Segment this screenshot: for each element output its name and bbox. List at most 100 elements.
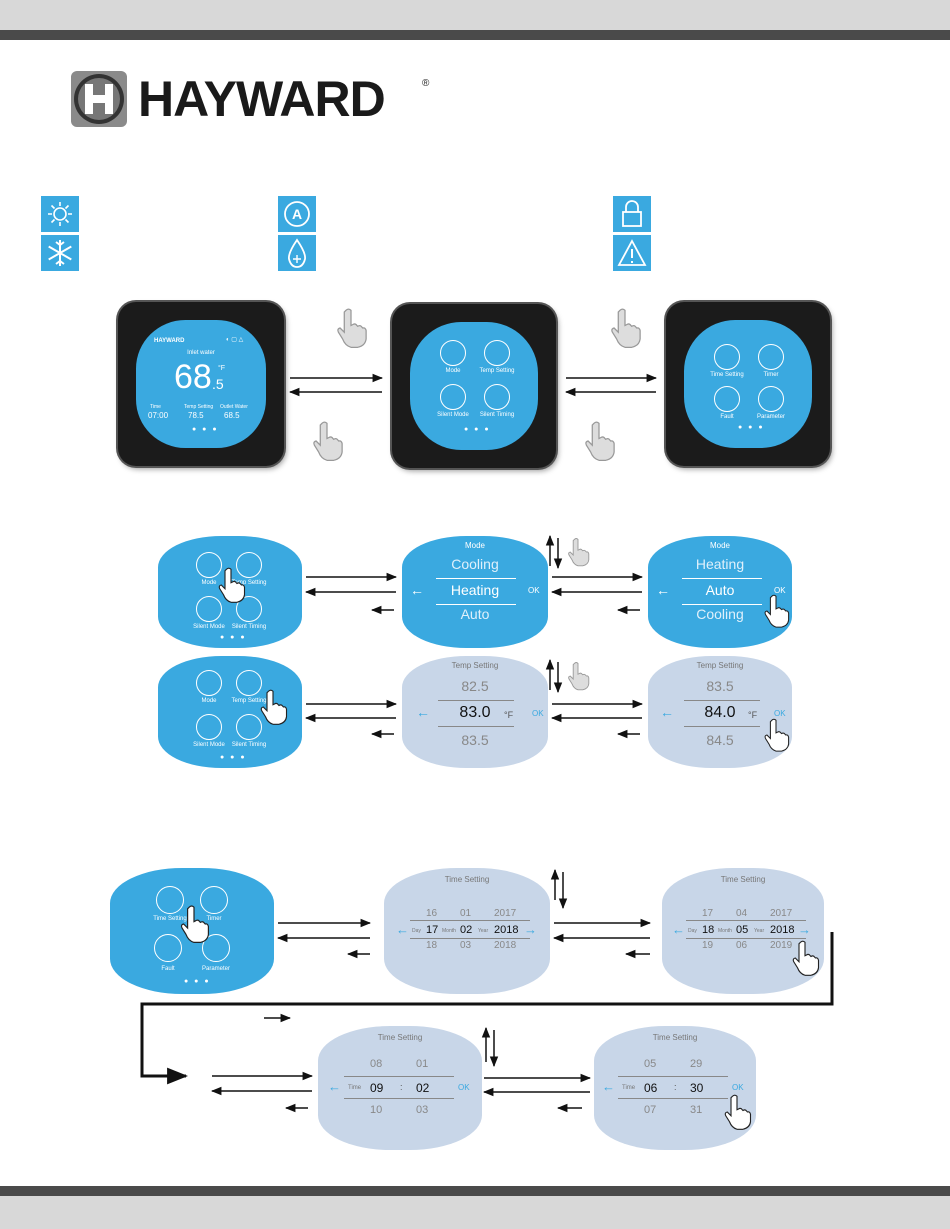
header-rule xyxy=(0,30,950,40)
picker-divider xyxy=(686,920,806,921)
day-top[interactable]: 16 xyxy=(426,908,438,919)
year-selected[interactable]: 2018 xyxy=(494,924,519,936)
hour-bottom[interactable]: 10 xyxy=(370,1104,383,1116)
minute-bottom[interactable]: 31 xyxy=(690,1104,703,1116)
fault-button[interactable] xyxy=(154,934,182,962)
back-arrow-icon[interactable]: ← xyxy=(656,582,670,598)
mode-button[interactable] xyxy=(196,552,222,578)
temp-option-top[interactable]: 83.5 xyxy=(706,678,734,694)
parameter-button[interactable] xyxy=(758,386,784,412)
month-selected[interactable]: 02 xyxy=(460,924,473,936)
silent-mode-label: Silent Mode xyxy=(193,624,225,630)
timer-button[interactable] xyxy=(758,344,784,370)
year-top[interactable]: 2017 xyxy=(770,908,793,919)
hour-selected[interactable]: 06 xyxy=(644,1081,658,1095)
hour-bottom[interactable]: 07 xyxy=(644,1104,657,1116)
mode-option-top[interactable]: Heating xyxy=(695,556,745,572)
time-setting-button[interactable] xyxy=(714,344,740,370)
temp-setting-button[interactable] xyxy=(236,670,262,696)
temp-option-selected[interactable]: 84.0 xyxy=(704,704,736,721)
menu2-screen[interactable]: Time Setting Timer Fault Parameter ● ● ● xyxy=(684,320,812,448)
hour-top[interactable]: 08 xyxy=(370,1058,383,1070)
mode-option-selected[interactable]: Auto xyxy=(705,582,735,598)
day-bottom[interactable]: 19 xyxy=(702,940,714,951)
hour-top[interactable]: 05 xyxy=(644,1058,657,1070)
time-setting-button[interactable] xyxy=(156,886,184,914)
mode-option-top[interactable]: Cooling xyxy=(451,556,499,572)
day-label: Day xyxy=(688,928,697,934)
year-top[interactable]: 2017 xyxy=(494,908,517,919)
parameter-button[interactable] xyxy=(202,934,230,962)
menu1-screen[interactable]: Mode Temp Setting Silent Mode Silent Tim… xyxy=(410,322,538,450)
picker-divider xyxy=(438,700,514,701)
hour-selected[interactable]: 09 xyxy=(370,1081,384,1095)
home-screen[interactable]: HAYWARD ◐ ▢ △ Inlet water 68 .5 °F Time … xyxy=(136,320,266,448)
date-panel-a: Time Setting 16 01 2017 Day 17 Month 02 … xyxy=(384,868,550,994)
time-label: Time xyxy=(622,1085,636,1091)
temp-setting-button[interactable] xyxy=(484,340,510,366)
minute-top[interactable]: 01 xyxy=(416,1058,429,1070)
month-bottom[interactable]: 03 xyxy=(460,940,472,951)
timer-button[interactable] xyxy=(200,886,228,914)
mode-option-selected[interactable]: Heating xyxy=(450,582,500,598)
back-arrow-icon[interactable]: ← xyxy=(328,1079,341,1094)
temp-option-selected[interactable]: 83.0 xyxy=(459,704,491,721)
back-arrow-icon[interactable]: ← xyxy=(410,582,424,598)
month-label: Month xyxy=(718,928,732,934)
minute-selected[interactable]: 30 xyxy=(690,1081,704,1095)
mode-option-bottom[interactable]: Auto xyxy=(460,606,490,622)
temp-setting-label: Temp Setting xyxy=(231,580,267,586)
back-arrow-icon[interactable]: ← xyxy=(602,1079,615,1094)
menu1-crop-mode[interactable]: Mode Temp Setting Silent Mode Silent Tim… xyxy=(158,536,302,648)
page-dots: ● ● ● xyxy=(220,634,247,641)
year-bottom[interactable]: 2019 xyxy=(770,940,793,951)
month-bottom[interactable]: 06 xyxy=(736,940,748,951)
minute-selected[interactable]: 02 xyxy=(416,1081,430,1095)
back-arrow-icon[interactable]: ← xyxy=(416,704,430,720)
temp-setting-button[interactable] xyxy=(236,552,262,578)
silent-mode-button[interactable] xyxy=(196,596,222,622)
back-arrow-icon[interactable]: ← xyxy=(396,922,409,937)
back-arrow-icon[interactable]: ← xyxy=(660,704,674,720)
next-arrow-icon[interactable]: → xyxy=(524,922,537,937)
silent-mode-button[interactable] xyxy=(440,384,466,410)
ok-button[interactable]: OK xyxy=(732,1083,744,1092)
menu1-crop-temp[interactable]: Mode Temp Setting Silent Mode Silent Tim… xyxy=(158,656,302,768)
silent-timing-button[interactable] xyxy=(236,596,262,622)
tap-hand-icon xyxy=(334,307,368,349)
minute-bottom[interactable]: 03 xyxy=(416,1104,429,1116)
ok-button[interactable]: OK xyxy=(458,1083,470,1092)
minute-top[interactable]: 29 xyxy=(690,1058,703,1070)
year-bottom[interactable]: 2018 xyxy=(494,940,517,951)
month-top[interactable]: 01 xyxy=(460,908,472,919)
mode-panel-a: Mode Cooling Heating Auto ← OK xyxy=(402,536,548,648)
temp-option-top[interactable]: 82.5 xyxy=(461,678,489,694)
silent-timing-button[interactable] xyxy=(236,714,262,740)
next-arrow-icon[interactable]: → xyxy=(798,922,811,937)
ok-button[interactable]: OK xyxy=(774,709,786,718)
year-selected[interactable]: 2018 xyxy=(770,924,795,936)
fault-label: Fault xyxy=(720,414,734,420)
day-top[interactable]: 17 xyxy=(702,908,714,919)
menu2-crop[interactable]: Time Setting Timer Fault Parameter ● ● ● xyxy=(110,868,274,994)
month-top[interactable]: 04 xyxy=(736,908,748,919)
mode-option-bottom[interactable]: Cooling xyxy=(696,606,744,622)
day-bottom[interactable]: 18 xyxy=(426,940,438,951)
temp-option-bottom[interactable]: 83.5 xyxy=(461,732,489,748)
ok-button[interactable]: OK xyxy=(532,709,544,718)
temp-setting-label: Temp Setting xyxy=(231,698,267,704)
picker-divider xyxy=(682,604,762,605)
day-selected[interactable]: 18 xyxy=(702,924,715,936)
month-selected[interactable]: 05 xyxy=(736,924,749,936)
back-arrow-icon[interactable]: ← xyxy=(672,922,685,937)
silent-mode-button[interactable] xyxy=(196,714,222,740)
fault-button[interactable] xyxy=(714,386,740,412)
ok-button[interactable]: OK xyxy=(774,586,786,595)
day-selected[interactable]: 17 xyxy=(426,924,439,936)
mode-button[interactable] xyxy=(440,340,466,366)
mode-panel-b: Mode Heating Auto Cooling ← OK xyxy=(648,536,792,648)
silent-timing-button[interactable] xyxy=(484,384,510,410)
mode-button[interactable] xyxy=(196,670,222,696)
ok-button[interactable]: OK xyxy=(528,586,540,595)
temp-option-bottom[interactable]: 84.5 xyxy=(706,732,734,748)
